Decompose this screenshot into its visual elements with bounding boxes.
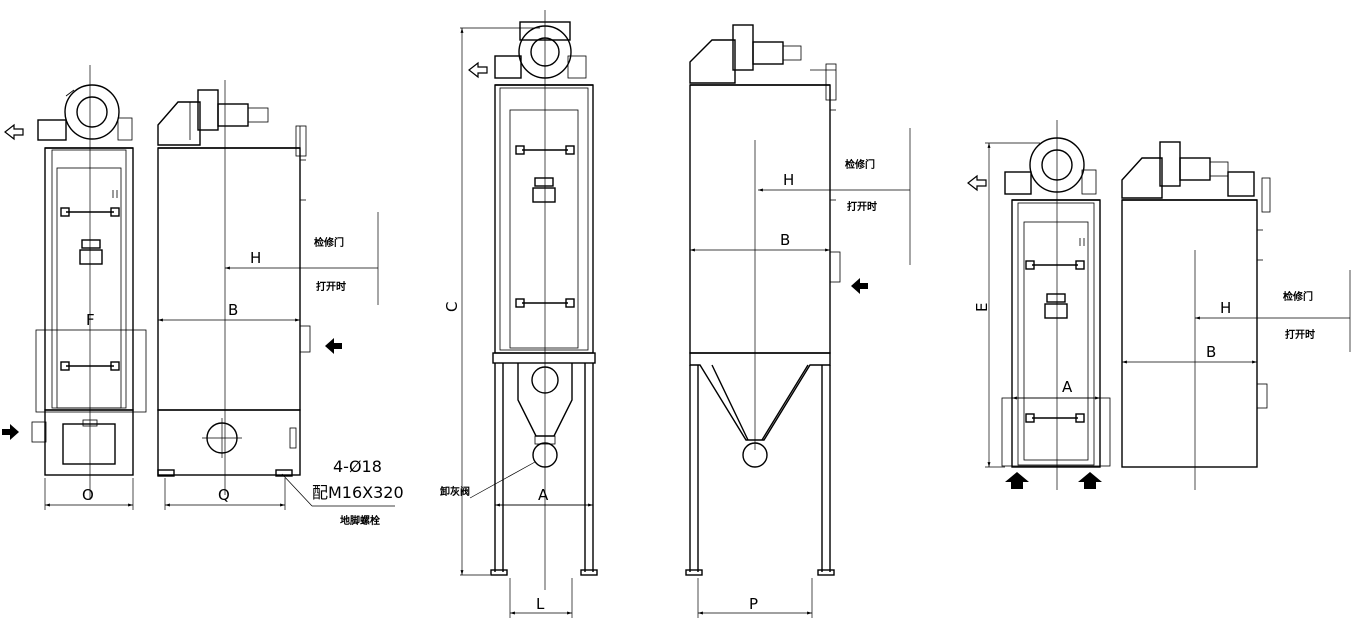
dim-C: C xyxy=(443,302,461,312)
solid-arrow-icon xyxy=(1005,472,1029,489)
dim-O: O xyxy=(82,486,94,504)
dim-H: H xyxy=(1220,299,1231,317)
hollow-arrow-left-icon xyxy=(468,62,488,78)
note-open: 打开时 xyxy=(1285,328,1315,341)
note-door: 检修门 xyxy=(845,158,875,171)
note-open: 打开时 xyxy=(847,200,877,213)
view3-side: H 检修门 打开时 B P xyxy=(685,24,911,618)
dim-B: B xyxy=(228,301,238,319)
motor-icon xyxy=(1121,141,1271,213)
solid-arrow-icon xyxy=(2,424,19,440)
bolt-spec: 4-Ø18 xyxy=(333,457,382,476)
hollow-arrow-left-icon xyxy=(967,175,987,191)
dim-E: E xyxy=(973,303,991,312)
dim-H: H xyxy=(250,249,261,267)
valve-label: 卸灰阀 xyxy=(440,485,470,498)
solid-arrow-icon xyxy=(325,338,342,354)
motor-icon xyxy=(689,24,837,101)
dim-B: B xyxy=(1206,343,1216,361)
dim-L: L xyxy=(536,595,545,613)
dim-P: P xyxy=(749,595,758,613)
bolt-size: 配M16X320 xyxy=(312,483,404,502)
note-open: 打开时 xyxy=(316,280,346,293)
fan-icon xyxy=(494,21,587,79)
note-door: 检修门 xyxy=(314,236,344,249)
dim-F: F xyxy=(86,311,95,329)
motor-icon xyxy=(157,89,307,162)
fan-icon xyxy=(37,84,133,141)
dim-H: H xyxy=(783,171,794,189)
view1-front: F O xyxy=(2,65,147,510)
view2-front: C A 卸灰阀 L xyxy=(440,10,598,618)
hollow-arrow-left-icon xyxy=(4,124,24,140)
view4-front: E A xyxy=(967,120,1111,490)
note-door: 检修门 xyxy=(1283,290,1313,303)
dim-A: A xyxy=(1062,378,1073,396)
dim-Q: Q xyxy=(218,486,230,504)
bolt-note: 地脚螺栓 xyxy=(340,514,380,527)
dim-A: A xyxy=(538,486,549,504)
view1-side: H 检修门 打开时 B Q 4-Ø18 配M16X320 地脚螺栓 xyxy=(157,80,404,527)
fan-icon xyxy=(1004,137,1097,195)
solid-arrow-icon xyxy=(851,278,868,294)
view4-side: H 检修门 打开时 B xyxy=(1121,141,1351,490)
solid-arrow-icon xyxy=(1078,472,1102,489)
dim-B: B xyxy=(780,231,790,249)
